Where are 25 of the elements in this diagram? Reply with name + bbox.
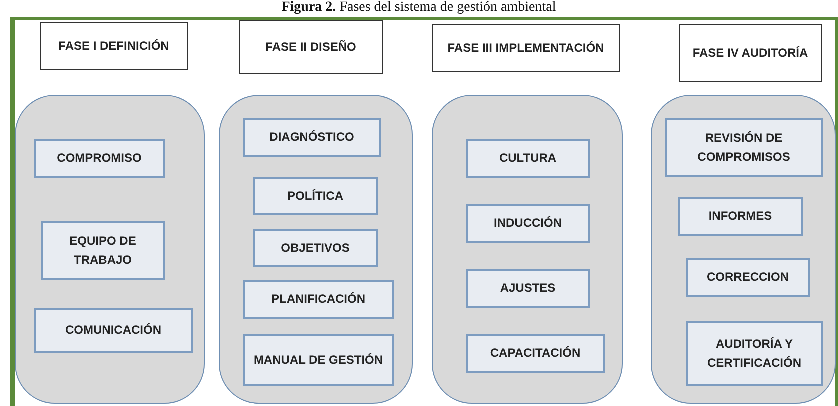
phase-header-box: FASE III IMPLEMENTACIÓN [432, 24, 620, 72]
activity-box: COMPROMISO [34, 139, 165, 178]
activity-box: INFORMES [678, 197, 803, 236]
activity-box: INDUCCIÓN [466, 204, 590, 243]
phase-header-box: FASE II DISEÑO [239, 20, 383, 74]
activity-box: AUDITORÍA Y CERTIFICACIÓN [686, 321, 823, 386]
activity-box: CULTURA [466, 139, 590, 178]
activity-box: PLANIFICACIÓN [243, 280, 394, 319]
phase-panel [432, 95, 623, 404]
activity-box: MANUAL DE GESTIÓN [243, 334, 394, 386]
activity-box: POLÍTICA [253, 177, 378, 215]
activity-box: REVISIÓN DE COMPROMISOS [665, 118, 823, 177]
activity-box: OBJETIVOS [253, 229, 378, 267]
activity-box: CORRECCION [686, 258, 810, 297]
activity-box: COMUNICACIÓN [34, 308, 193, 353]
activity-box: DIAGNÓSTICO [243, 118, 381, 157]
figure-title: Figura 2. Fases del sistema de gestión ambiental [280, 0, 558, 16]
phase-header-box: FASE I DEFINICIÓN [40, 22, 188, 70]
phase-panel [219, 95, 413, 404]
activity-box: AJUSTES [466, 269, 590, 308]
activity-box: EQUIPO DE TRABAJO [41, 221, 165, 280]
phase-panel [15, 95, 205, 404]
activity-box: CAPACITACIÓN [466, 334, 605, 373]
phase-header-box: FASE IV AUDITORÍA [679, 24, 822, 82]
phase-panel [651, 95, 836, 404]
